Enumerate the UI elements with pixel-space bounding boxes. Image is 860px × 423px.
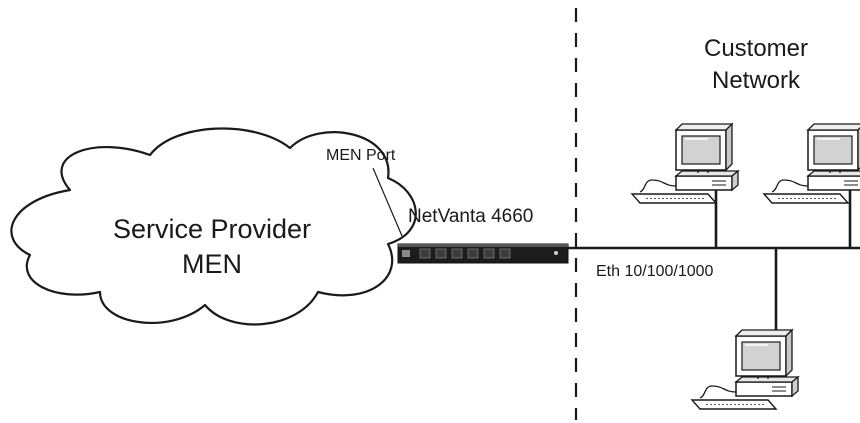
men-port-label: MEN Port <box>326 147 396 164</box>
cloud-label-line1: Service Provider <box>113 214 311 244</box>
computer-icon <box>631 123 739 204</box>
cloud-icon <box>10 127 417 326</box>
link-label: Eth 10/100/1000 <box>596 263 714 280</box>
customer-label-line1: Customer <box>704 35 808 62</box>
computer-icon <box>763 123 860 204</box>
router-icon <box>397 243 569 264</box>
customer-label-line2: Network <box>712 67 801 94</box>
computer-icon <box>691 329 799 410</box>
ethernet-links <box>568 190 860 336</box>
cloud-label-line2: MEN <box>182 249 242 279</box>
device-label: NetVanta 4660 <box>408 206 533 227</box>
men-port-pointer <box>372 167 403 237</box>
